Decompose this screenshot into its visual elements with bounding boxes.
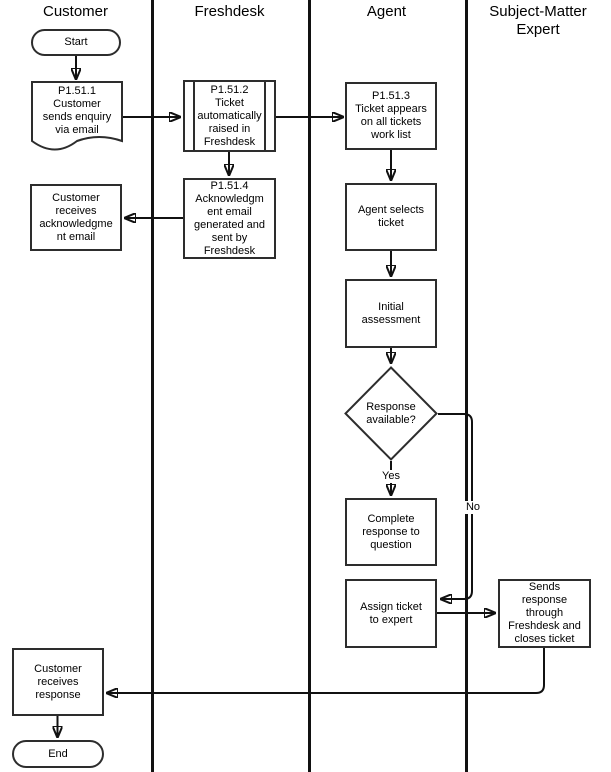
node-assign-ticket-to-expert: Assign ticket to expert	[345, 579, 437, 648]
lane-divider-customer-freshdesk	[151, 0, 154, 772]
node-p1-51-2-ticket-raised: P1.51.2 Ticket automatically raised in F…	[183, 80, 276, 152]
node-initial-assessment: Initial assessment	[345, 279, 437, 348]
decision-diamond-shape	[344, 366, 438, 461]
lane-header-agent: Agent	[366, 3, 407, 20]
node-complete-response: Complete response to question	[345, 498, 437, 566]
node-p1-51-4-acknowledgment-email: P1.51.4 Acknowledgm ent email generated …	[183, 178, 276, 259]
node-label: Response available?	[366, 400, 416, 426]
lane-divider-agent-sme	[465, 0, 468, 772]
node-label: P1.51.1 Customer sends enquiry via email	[42, 84, 112, 136]
lane-divider-freshdesk-agent	[308, 0, 311, 772]
edge-label-no: No	[463, 501, 483, 514]
lane-header-freshdesk: Freshdesk	[194, 3, 265, 20]
document-shape	[31, 81, 123, 151]
node-start: Start	[31, 29, 121, 56]
node-p1-51-1-customer-sends-enquiry: P1.51.1 Customer sends enquiry via email	[31, 81, 123, 152]
subprocess-bar-right	[264, 82, 266, 150]
node-end: End	[12, 740, 104, 768]
node-customer-receives-acknowledgment: Customer receives acknowledgme nt email	[30, 184, 122, 251]
lane-header-customer: Customer	[42, 3, 109, 20]
edge-label-yes: Yes	[380, 470, 402, 483]
node-agent-selects-ticket: Agent selects ticket	[345, 183, 437, 251]
node-p1-51-3-ticket-appears: P1.51.3 Ticket appears on all tickets wo…	[345, 82, 437, 150]
node-label: P1.51.2 Ticket automatically raised in F…	[197, 83, 262, 148]
connector-sends-response-to-customer-response	[107, 648, 545, 693]
subprocess-bar-left	[193, 82, 195, 150]
lane-header-subject-matter-expert: Subject-Matter Expert	[489, 3, 587, 38]
node-sends-response-closes-ticket: Sends response through Freshdesk and clo…	[498, 579, 591, 648]
node-customer-receives-response: Customer receives response	[12, 648, 104, 716]
node-decision-response-available: Response available?	[344, 366, 438, 461]
